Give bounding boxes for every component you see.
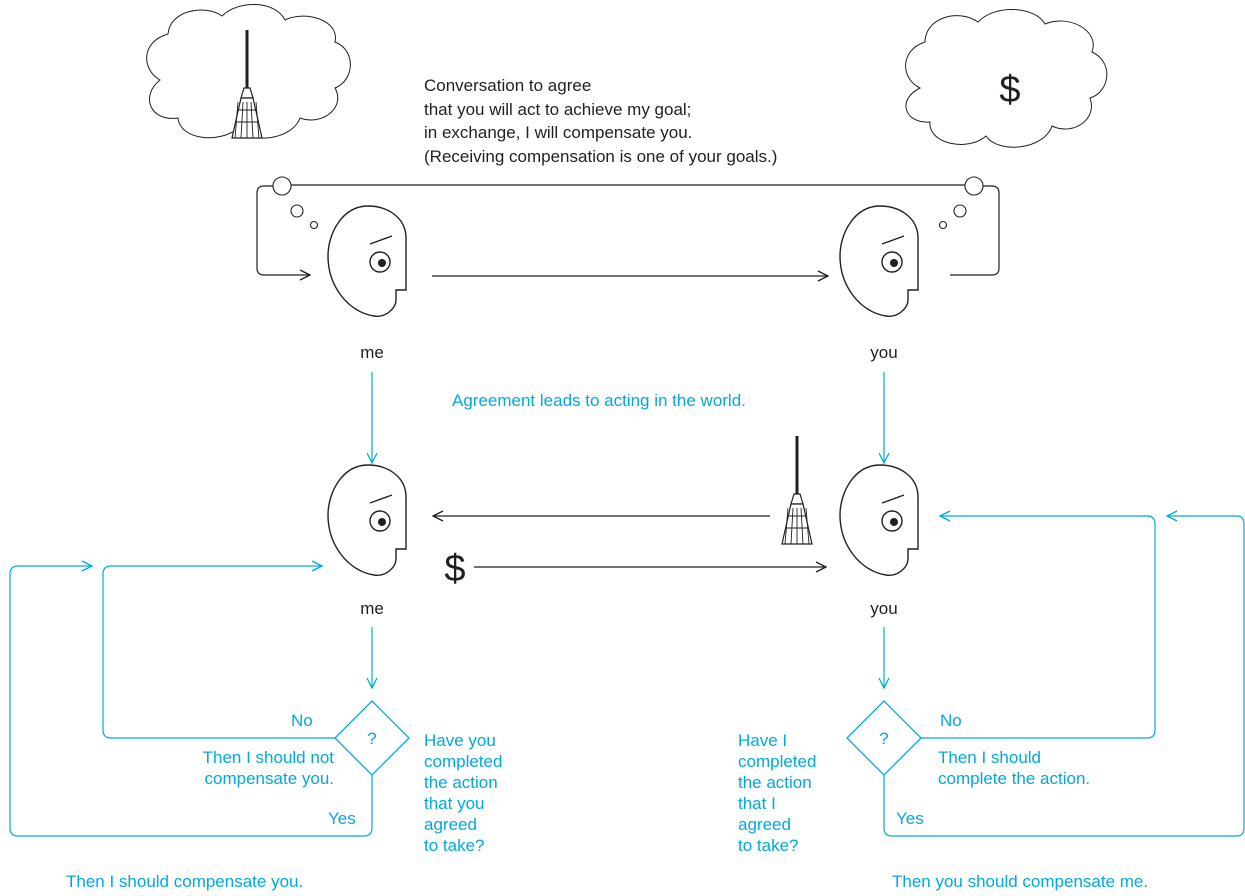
face-you-top	[839, 205, 919, 317]
stage1-me-label: me	[360, 343, 384, 362]
right-decision-symbol: ?	[879, 729, 888, 748]
right-yes-loop	[883, 516, 1245, 837]
left-yes-label: Yes	[328, 809, 356, 828]
face-me-top	[327, 205, 407, 317]
dollar-icon: $	[999, 69, 1020, 111]
left-question: Have you completed the action that you a…	[424, 731, 503, 855]
left-yes-loop	[9, 566, 373, 837]
payment-dollar-icon: $	[444, 548, 465, 590]
left-no-text: Then I should not compensate you.	[202, 748, 334, 788]
left-yes-text: Then I should compensate you.	[66, 872, 304, 891]
left-no-loop	[102, 566, 335, 739]
conversation-description: Conversation to agree that you will act …	[424, 76, 778, 166]
right-yes-text: Then you should compensate me.	[892, 872, 1149, 891]
right-no-loop	[921, 516, 1156, 739]
right-yes-label: Yes	[896, 809, 924, 828]
agreement-caption: Agreement leads to acting in the world.	[452, 391, 746, 410]
stage1-you-label: you	[870, 343, 898, 362]
left-no-label: No	[291, 711, 313, 730]
right-thought-cloud	[905, 9, 1108, 148]
broom-action-icon	[780, 434, 814, 546]
right-no-label: No	[940, 711, 962, 730]
face-you-bottom	[839, 464, 919, 576]
face-me-bottom	[327, 464, 407, 576]
left-decision-symbol: ?	[367, 729, 376, 748]
stage2-me-label: me	[360, 599, 384, 618]
right-question: Have I completed the action that I agree…	[738, 731, 817, 855]
stage2-you-label: you	[870, 599, 898, 618]
right-no-text: Then I should complete the action.	[938, 748, 1091, 788]
